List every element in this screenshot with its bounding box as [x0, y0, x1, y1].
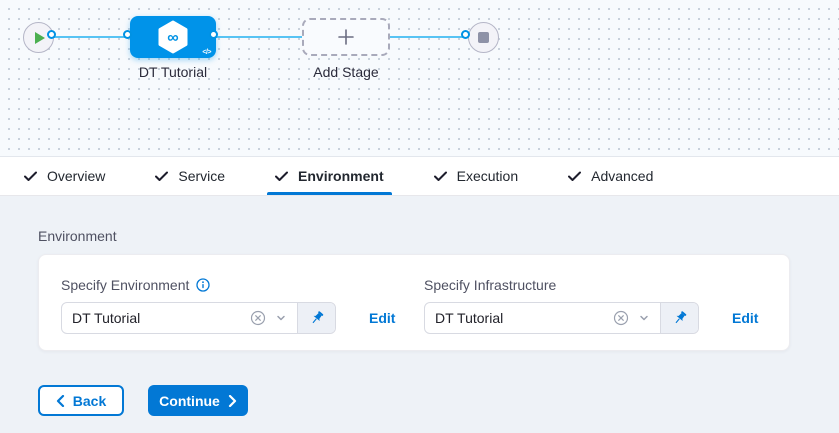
pipeline-connector-line	[53, 36, 467, 38]
check-icon	[433, 171, 447, 182]
specify-environment-field: Specify Environment DT Tutorial	[61, 277, 424, 350]
chevron-right-icon	[228, 394, 237, 407]
chevron-down-icon[interactable]	[275, 312, 287, 324]
environment-select-value: DT Tutorial	[72, 310, 141, 326]
infrastructure-select-group: DT Tutorial	[424, 302, 699, 334]
check-icon	[155, 171, 169, 182]
code-badge-icon: </>	[202, 49, 211, 56]
tab-environment[interactable]: Environment	[267, 157, 392, 195]
stage-node-dt-tutorial[interactable]: ∞ </>	[130, 16, 216, 58]
chevron-down-icon[interactable]	[638, 312, 650, 324]
environment-tab-panel: Environment Specify Environment DT Tutor…	[0, 196, 839, 433]
infrastructure-select-value: DT Tutorial	[435, 310, 504, 326]
tab-service[interactable]: Service	[155, 157, 225, 195]
chevron-left-icon	[56, 394, 65, 407]
tab-execution[interactable]: Execution	[433, 157, 519, 195]
back-button-label: Back	[72, 392, 107, 409]
pipeline-end-node[interactable]	[468, 22, 499, 53]
infrastructure-select[interactable]: DT Tutorial	[425, 303, 660, 333]
environment-pin-button[interactable]	[297, 303, 335, 333]
continue-button-label: Continue	[159, 392, 220, 409]
play-icon	[35, 31, 45, 44]
specify-infrastructure-field: Specify Infrastructure DT Tutorial	[424, 277, 787, 350]
add-stage-label: Add Stage	[313, 64, 379, 80]
pin-icon	[672, 310, 688, 326]
stage-config-tabbar: Overview Service Environment Execution A…	[0, 156, 839, 196]
tab-label: Advanced	[591, 168, 654, 184]
stage-in-port	[123, 30, 132, 39]
stop-icon	[478, 32, 489, 43]
check-icon	[568, 171, 582, 182]
specify-environment-label: Specify Environment	[61, 277, 190, 293]
infrastructure-pin-button[interactable]	[660, 303, 698, 333]
infrastructure-edit-link[interactable]: Edit	[732, 310, 759, 326]
specify-infrastructure-label: Specify Infrastructure	[424, 277, 557, 293]
check-icon	[24, 171, 37, 182]
svg-text:∞: ∞	[167, 30, 178, 47]
section-heading: Environment	[38, 228, 117, 244]
check-icon	[275, 171, 289, 182]
wizard-footer: Back Continue	[38, 385, 839, 416]
environment-edit-link[interactable]: Edit	[369, 310, 396, 326]
clear-icon[interactable]	[250, 310, 266, 326]
tab-overview[interactable]: Overview	[24, 157, 105, 195]
tab-label: Environment	[298, 168, 384, 184]
plus-icon	[337, 28, 355, 46]
pin-icon	[309, 310, 325, 326]
environment-select[interactable]: DT Tutorial	[62, 303, 297, 333]
clear-icon[interactable]	[613, 310, 629, 326]
tab-label: Service	[178, 168, 226, 184]
stage-out-port	[209, 30, 218, 39]
tab-advanced[interactable]: Advanced	[568, 157, 653, 195]
start-node-out-port	[47, 30, 56, 39]
add-stage-button[interactable]	[302, 18, 390, 56]
end-node-in-port	[461, 30, 470, 39]
cd-stage-icon: ∞	[157, 20, 189, 54]
continue-button[interactable]: Continue	[148, 385, 248, 416]
info-icon[interactable]	[196, 278, 211, 292]
environment-card: Specify Environment DT Tutorial	[38, 254, 790, 351]
stage-node-label: DT Tutorial	[138, 64, 208, 80]
tab-label: Execution	[456, 168, 519, 184]
back-button[interactable]: Back	[38, 385, 124, 416]
pipeline-canvas: ∞ </> DT Tutorial Add Stage	[0, 0, 839, 156]
environment-select-group: DT Tutorial	[61, 302, 336, 334]
tab-label: Overview	[47, 168, 106, 184]
